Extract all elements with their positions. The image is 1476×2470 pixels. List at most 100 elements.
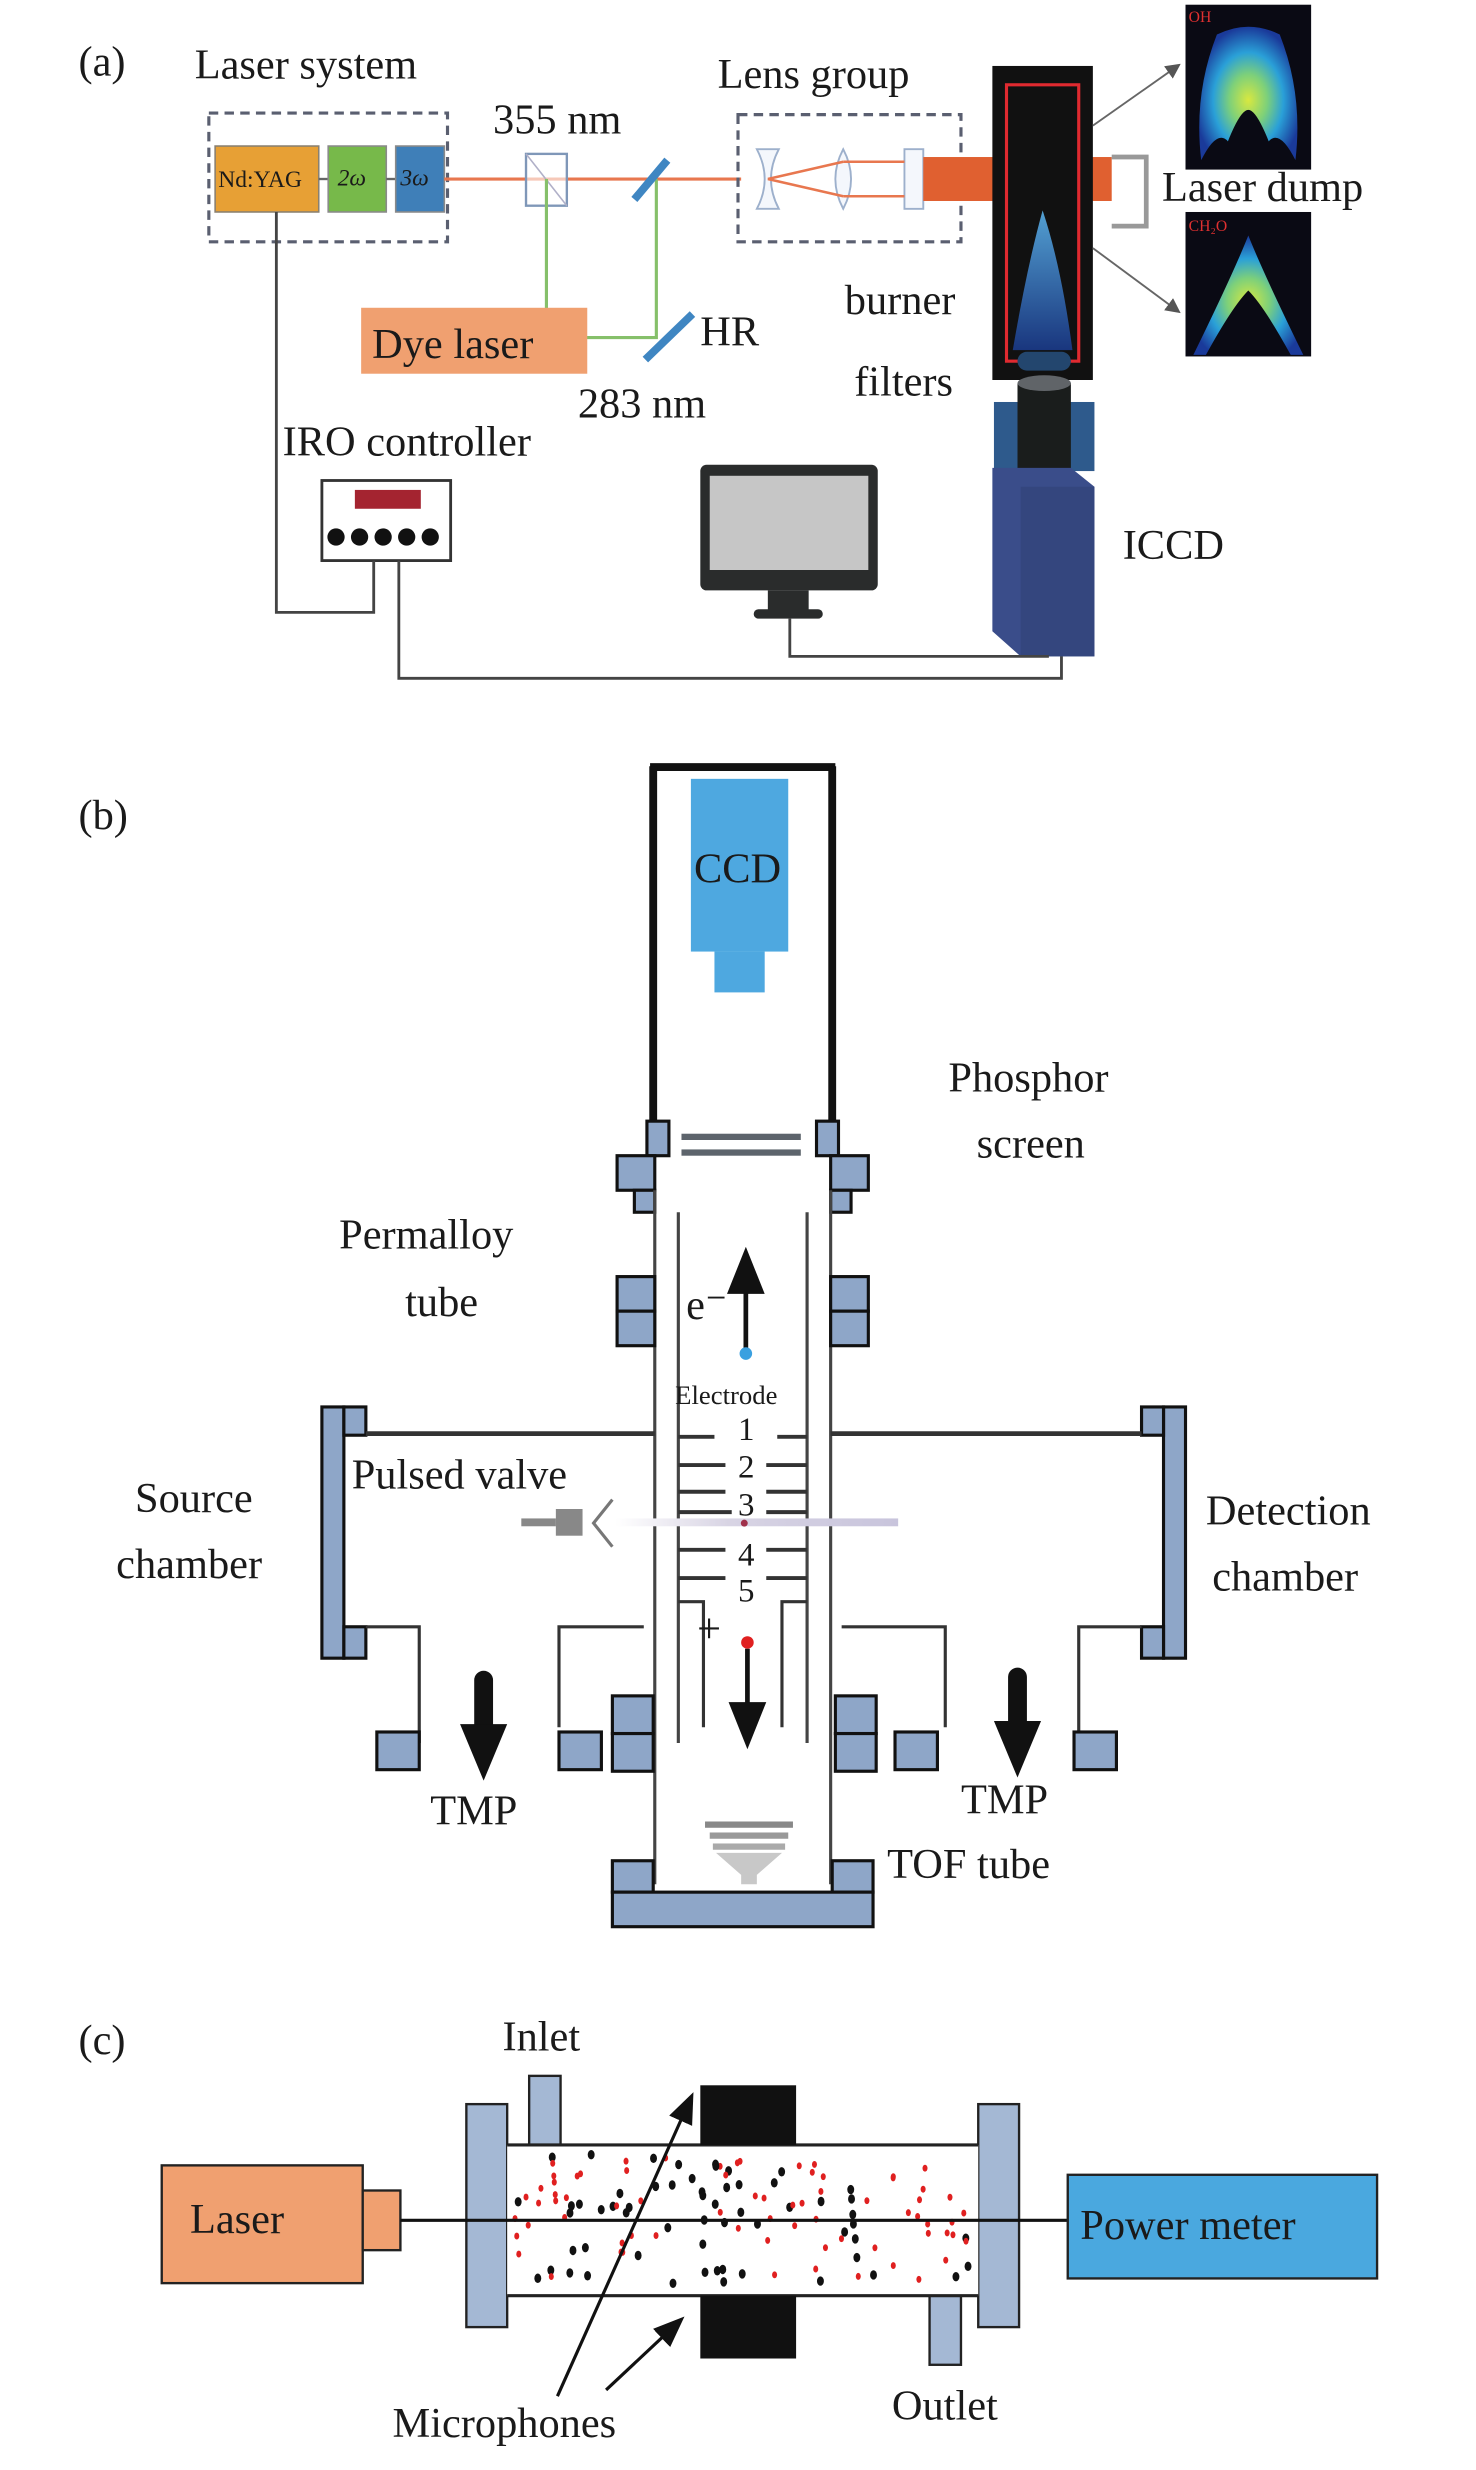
particle-red bbox=[799, 2199, 805, 2207]
phosphor-screen bbox=[681, 1133, 801, 1140]
particle-black bbox=[587, 2149, 595, 2160]
convex-lens bbox=[834, 147, 852, 211]
particle-red bbox=[820, 2173, 826, 2181]
particle-black bbox=[566, 2268, 574, 2278]
particle-red bbox=[752, 2192, 758, 2200]
flame bbox=[1012, 210, 1073, 351]
particle-red bbox=[538, 2184, 544, 2192]
power-meter-label: Power meter bbox=[1080, 2202, 1295, 2249]
particle-red bbox=[551, 2178, 557, 2186]
electron-label: e⁻ bbox=[686, 1282, 727, 1329]
cable-monitor-iccd bbox=[788, 618, 1049, 658]
wavelength-283-label: 283 nm bbox=[578, 381, 706, 428]
particle-red bbox=[772, 2271, 778, 2279]
particle-red bbox=[922, 2164, 928, 2172]
particle-black bbox=[625, 2202, 633, 2213]
particle-red bbox=[855, 2272, 861, 2280]
particle-red bbox=[624, 2167, 630, 2175]
particle-red bbox=[614, 2202, 620, 2210]
skimmer bbox=[591, 1498, 614, 1548]
particle-red bbox=[917, 2196, 923, 2204]
panel-a: (a) Laser system Nd:YAG 2ω 3ω 355 nm HR … bbox=[79, 4, 1363, 680]
source-label-2: chamber bbox=[116, 1541, 262, 1588]
particle-black bbox=[817, 2196, 825, 2207]
panel-b-tag: (b) bbox=[79, 792, 128, 839]
source-label-1: Source bbox=[135, 1475, 253, 1522]
inlet-label: Inlet bbox=[502, 2014, 580, 2061]
particle-black bbox=[851, 2234, 859, 2244]
particle-black bbox=[575, 2199, 583, 2209]
particle-red bbox=[536, 2199, 542, 2207]
particle-red bbox=[514, 2232, 520, 2240]
dye-laser-label: Dye laser bbox=[372, 321, 533, 368]
particle-red bbox=[890, 2262, 896, 2270]
particle-black bbox=[952, 2271, 960, 2282]
particle-red bbox=[811, 2160, 817, 2168]
laser-dump bbox=[1111, 154, 1149, 229]
ion-plus-label: + bbox=[697, 1605, 721, 1652]
particle-black bbox=[841, 2227, 849, 2237]
harmonic-2w-block bbox=[327, 145, 388, 213]
particle-black bbox=[675, 2159, 683, 2170]
particle-black bbox=[548, 2152, 556, 2162]
particle-black bbox=[669, 2278, 677, 2289]
electrode-2: 2 bbox=[738, 1450, 754, 1486]
ccd-label: CCD bbox=[694, 845, 781, 892]
particle-red bbox=[925, 2229, 931, 2237]
tof-tube-label: TOF tube bbox=[887, 1841, 1050, 1888]
hr-label: HR bbox=[700, 308, 760, 355]
particle-red bbox=[653, 2232, 659, 2240]
particle-black bbox=[668, 2180, 676, 2190]
particle-black bbox=[711, 2199, 719, 2209]
electrode-stack bbox=[678, 1434, 808, 1581]
particle-red bbox=[838, 2235, 844, 2243]
permalloy-label-2: tube bbox=[405, 1279, 478, 1326]
permalloy-label-1: Permalloy bbox=[339, 1211, 514, 1258]
detection-label-1: Detection bbox=[1206, 1488, 1371, 1535]
molecular-beam bbox=[615, 1518, 899, 1527]
particle-red bbox=[947, 2193, 953, 2201]
particle-black bbox=[816, 2276, 824, 2286]
electrode-label: Electrode bbox=[675, 1380, 777, 1410]
particle-black bbox=[581, 2242, 589, 2253]
particle-red bbox=[523, 2193, 529, 2201]
particle-black bbox=[566, 2208, 574, 2218]
panel-c-tag: (c) bbox=[79, 2017, 126, 2064]
particle-black bbox=[964, 2261, 972, 2272]
particle-red bbox=[551, 2172, 557, 2180]
harmonic-3w-block bbox=[394, 145, 446, 213]
panel-a-tag: (a) bbox=[79, 38, 126, 85]
mcp-detector bbox=[705, 1821, 793, 1885]
iccd-label: ICCD bbox=[1123, 522, 1224, 569]
tmp-right-arrow bbox=[993, 1667, 1042, 1778]
particle-red bbox=[577, 2170, 584, 2178]
particle-red bbox=[723, 2171, 729, 2179]
ch2o-flame-image bbox=[1193, 235, 1304, 355]
pointer-microphone-top bbox=[555, 2092, 694, 2397]
outlet-pipe bbox=[928, 2294, 963, 2366]
electrode-3: 3 bbox=[738, 1487, 754, 1523]
oh-label: OH bbox=[1189, 9, 1212, 26]
particle-red bbox=[550, 2159, 556, 2167]
particle-black bbox=[688, 2173, 696, 2184]
microphone-bottom bbox=[700, 2295, 797, 2359]
particle-black bbox=[699, 2190, 707, 2201]
particle-red bbox=[925, 2220, 931, 2228]
ch2o-inset: CH₂O bbox=[1185, 211, 1312, 357]
beam-green-path-2 bbox=[584, 179, 658, 340]
laser-source bbox=[160, 2164, 364, 2285]
particle-black bbox=[849, 2209, 857, 2220]
particle-black bbox=[514, 2197, 522, 2207]
gas-particles bbox=[512, 2149, 972, 2289]
particle-red bbox=[809, 2168, 815, 2176]
ion-dot bbox=[741, 1636, 754, 1649]
particle-red bbox=[735, 2224, 741, 2232]
iro-display bbox=[354, 489, 421, 509]
particle-black bbox=[723, 2182, 731, 2193]
particle-red bbox=[717, 2208, 723, 2216]
tmp-left-label: TMP bbox=[430, 1788, 517, 1835]
ndyag-label: Nd:YAG bbox=[218, 167, 302, 193]
particle-black bbox=[770, 2178, 778, 2188]
particle-black bbox=[650, 2153, 657, 2164]
